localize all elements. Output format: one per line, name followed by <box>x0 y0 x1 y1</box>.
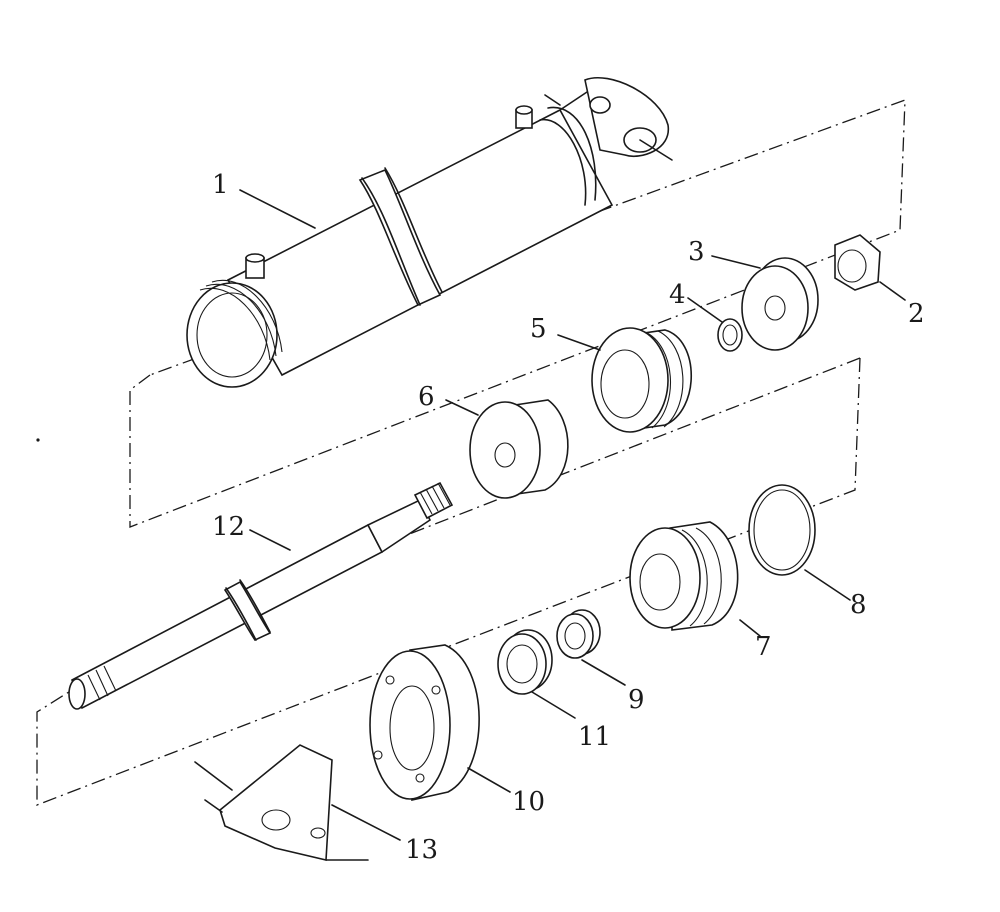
part-7-rod-guide <box>629 521 739 631</box>
part-10-end-cap <box>369 644 480 801</box>
part-2-nut <box>834 234 881 291</box>
part-3-spacer <box>741 257 819 351</box>
callout-5: 5 <box>530 314 547 344</box>
callout-8: 8 <box>850 590 867 620</box>
callout-4: 4 <box>669 280 686 310</box>
callout-10: 10 <box>512 787 545 817</box>
callout-3: 3 <box>688 237 705 267</box>
callout-1: 1 <box>212 170 229 200</box>
callout-9: 9 <box>628 685 645 715</box>
assembly-outline-lower-top <box>329 357 861 566</box>
part-6-piston-guide <box>469 399 569 499</box>
stray-dot <box>36 438 40 442</box>
callout-2: 2 <box>908 299 925 329</box>
callout-12: 12 <box>212 512 245 542</box>
part-4-o-ring <box>717 318 743 352</box>
part-9-seal <box>556 609 601 659</box>
leader-lines <box>239 189 906 841</box>
callout-13: 13 <box>405 835 438 865</box>
part-5-piston <box>591 327 692 433</box>
part-8-o-ring-large <box>748 484 816 576</box>
assembly-outline-upper <box>129 99 906 528</box>
callout-6: 6 <box>418 382 435 412</box>
part-1-cylinder-barrel <box>186 77 673 388</box>
part-11-wiper <box>497 629 553 695</box>
callout-7: 7 <box>755 632 772 662</box>
callout-11: 11 <box>578 722 611 752</box>
assembly-outline-lower <box>36 357 861 806</box>
part-13-clevis-mount <box>194 744 369 861</box>
part-12-piston-rod <box>68 481 454 710</box>
